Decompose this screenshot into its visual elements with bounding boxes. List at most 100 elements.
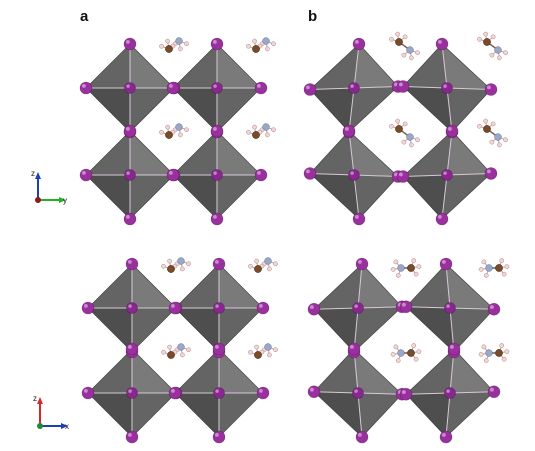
upper-right-methylammonium-0-hydrogen-3	[415, 50, 420, 56]
upper-right-octahedron-0-0-face-bl	[310, 88, 354, 132]
upper-right-pb-i-bond-1-left	[402, 86, 448, 89]
lower-left-iodine-0-left	[81, 301, 95, 315]
upper-left-methylammonium-0-hydrogen-4	[178, 46, 183, 52]
lower-left-methylammonium-2-hydrogen-4	[180, 352, 185, 358]
lower-right-pb-i-bond-1-left	[405, 306, 451, 309]
lower-left-iodine-1-right	[256, 301, 270, 315]
upper-left-methylammonium-0-nitrogen	[175, 37, 183, 45]
lower-right-methylammonium-1-hydrogen-0	[499, 258, 505, 263]
upper-right-methylammonium-3-hydrogen-4	[497, 142, 502, 148]
lower-right-pb-i-bond-2-left	[313, 391, 359, 394]
upper-left-methylammonium-1-nitrogen	[262, 37, 270, 45]
lower-right-methylammonium-0-hydrogen-3	[395, 273, 401, 278]
axis-triad-upper: z y	[31, 169, 67, 205]
upper-left-methylammonium-2-nitrogen	[175, 123, 183, 131]
upper-left-iodine-2-bot-highlight	[125, 214, 130, 219]
lower-right-methylammonium-1-carbon	[495, 264, 503, 272]
lower-right-iodine-0-left	[307, 302, 321, 316]
upper-right-pb-i-bond-3-top	[446, 130, 453, 176]
lower-right-methylammonium-0-hydrogen-4	[390, 267, 396, 272]
upper-right-iodine-2-right-highlight	[393, 172, 398, 177]
lower-right-pb-i-bond-2-right	[357, 392, 403, 395]
lower-right-methylammonium-2-hydrogen-5	[393, 344, 399, 350]
lower-left-iodine-1-right-highlight	[258, 303, 263, 308]
upper-left-methylammonium-3-hydrogen-4	[265, 132, 270, 138]
lower-right-iodine-2-top-highlight	[349, 344, 354, 349]
lower-right-octahedron-1-1-face-bl	[406, 393, 450, 437]
lower-left-iodine-2-top-highlight	[127, 344, 132, 349]
lower-left-methylammonium-1-hydrogen-0	[248, 263, 253, 269]
lower-right-iodine-2-bot	[355, 430, 369, 444]
lower-left-lead-2-highlight	[128, 389, 132, 393]
structure-lower-left	[81, 257, 278, 444]
lower-right-iodine-3-bot-highlight	[441, 432, 446, 437]
lower-left-iodine-3-right	[256, 386, 270, 400]
upper-right-octahedron-1-1-face-bl	[403, 175, 447, 219]
upper-right-methylammonium-1-hydrogen-1	[483, 31, 488, 37]
upper-right-methylammonium-3-hydrogen-0	[477, 123, 482, 129]
upper-left-iodine-3-right	[254, 168, 268, 182]
lower-right-lead-3	[444, 387, 456, 399]
upper-left-lead-1	[211, 82, 223, 94]
lower-right-pb-i-bond-0-left	[313, 307, 359, 310]
upper-left-methylammonium-3-hydrogen-1	[252, 124, 257, 130]
upper-left-methylammonium-1-hydrogen-3	[271, 41, 276, 47]
lower-right-methylammonium-0-hydrogen-1	[416, 264, 422, 269]
upper-right-lead-2-highlight	[350, 171, 354, 175]
lower-left-methylammonium-0-hydrogen-1	[167, 258, 172, 264]
upper-right-octahedron-0-1-face-br	[447, 88, 491, 132]
upper-left-lead-2-highlight	[126, 171, 130, 175]
upper-right-iodine-3-right	[484, 167, 498, 180]
lower-right-iodine-1-top-highlight	[441, 259, 446, 264]
upper-right-methylammonium-2-hydrogen-0	[389, 123, 394, 129]
lower-left-iodine-2-bot	[125, 430, 139, 444]
lower-right-iodine-2-bot-highlight	[357, 432, 362, 437]
upper-right-pb-i-bond-1-right	[446, 87, 492, 90]
upper-right-lead-3-highlight	[443, 171, 447, 175]
z-axis-arrowhead-upper	[35, 172, 41, 179]
upper-right-pb-i-bond-3-left	[402, 174, 448, 177]
lower-left-iodine-0-top	[125, 257, 139, 271]
upper-right-lead-1-highlight	[443, 84, 447, 88]
upper-right-iodine-3-top	[445, 124, 459, 138]
upper-left-methylammonium-3-hydrogen-3	[271, 127, 276, 133]
lower-right-iodine-1-top	[439, 257, 453, 271]
lower-left-methylammonium-1-hydrogen-1	[254, 258, 259, 264]
upper-left-lead-1-highlight	[213, 84, 217, 88]
upper-left-methylammonium-2-hydrogen-0	[159, 129, 164, 135]
upper-left-iodine-3-top-highlight	[212, 126, 217, 131]
lower-right-methylammonium-3-hydrogen-5	[481, 344, 487, 350]
upper-right-octahedron-1-1-face-tr	[447, 131, 491, 175]
upper-right-lead-2	[348, 169, 360, 181]
x-axis-label-lower: x	[65, 422, 69, 431]
upper-left-methylammonium-0-carbon	[165, 45, 173, 53]
upper-left-methylammonium-3-nitrogen	[262, 123, 270, 131]
upper-right-methylammonium-2-hydrogen-4	[409, 142, 414, 148]
lower-right-lead-0	[352, 302, 364, 314]
lower-right-iodine-3-bot	[439, 430, 453, 444]
upper-right-methylammonium-1-hydrogen-4	[497, 55, 502, 61]
upper-right-iodine-0-left	[303, 83, 317, 96]
lower-left-iodine-3-left	[168, 386, 182, 400]
upper-right-iodine-2-top-highlight	[344, 126, 349, 131]
upper-right-lead-0-highlight	[350, 84, 354, 88]
lower-right-octahedron-0-0-face-bl	[314, 308, 358, 352]
upper-left-iodine-2-bot	[123, 212, 137, 226]
upper-left-iodine-0-top-highlight	[125, 39, 130, 44]
upper-right-iodine-2-left-highlight	[305, 169, 310, 174]
lower-left-methylammonium-1-hydrogen-4	[267, 266, 272, 272]
upper-left-methylammonium-1-carbon	[252, 45, 260, 53]
lower-right-methylammonium-3-hydrogen-2	[501, 356, 507, 362]
upper-right-pb-i-bond-2-bot	[353, 174, 360, 220]
lower-left-iodine-2-left	[81, 386, 95, 400]
upper-right-iodine-0-left-highlight	[305, 85, 310, 90]
upper-right-iodine-1-right	[484, 83, 498, 96]
structure-upper-right	[303, 31, 508, 226]
lower-right-octahedron-1-1-face-tr	[450, 349, 494, 393]
upper-right-methylammonium-1-nitrogen	[494, 46, 502, 54]
upper-right-iodine-1-left-highlight	[398, 82, 403, 87]
lower-right-pb-i-bond-3-bot	[445, 392, 451, 438]
upper-right-octahedron-0-0-face-tr	[354, 44, 398, 88]
upper-right-methylammonium-1-carbon	[483, 38, 491, 46]
